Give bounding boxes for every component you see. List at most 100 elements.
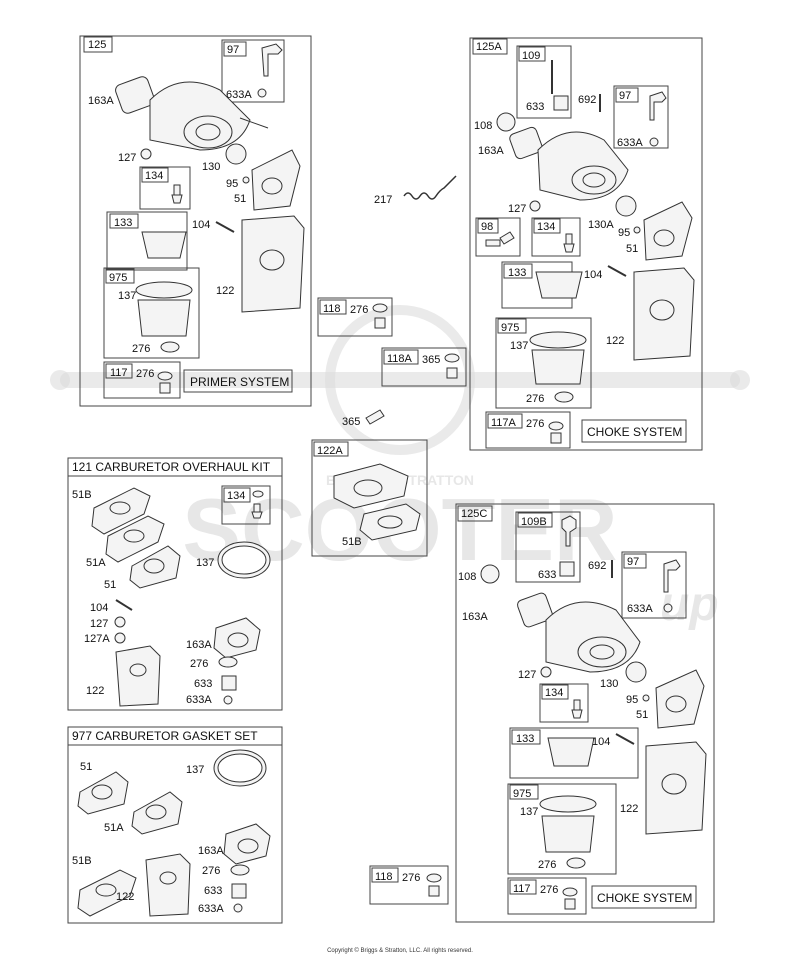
ref-133: 133 [516, 733, 534, 745]
kit-title: 121 CARBURETOR OVERHAUL KIT [72, 460, 271, 474]
ref-108: 108 [458, 571, 476, 583]
ref-97: 97 [619, 90, 631, 102]
ref-975: 975 [513, 788, 531, 800]
ref-692: 692 [578, 94, 596, 106]
ref-51: 51 [234, 193, 246, 205]
panel-125C: 125C 109B 633 108 692 97 633A 163A 127 1… [455, 503, 715, 923]
kit-977: 977 CARBURETOR GASKET SET 51 137 51A 51B… [67, 726, 283, 924]
bottom-118: 118 276 [369, 865, 449, 905]
ref-163A: 163A [462, 611, 488, 623]
ref-117A: 117A [491, 417, 517, 429]
ref-633A: 633A [226, 89, 252, 101]
ref-692: 692 [588, 560, 606, 572]
ref-276: 276 [402, 872, 420, 884]
ref-163A: 163A [478, 145, 504, 157]
ref-276-b: 365 [422, 354, 440, 366]
ref-130: 130 [202, 161, 220, 173]
system-label: CHOKE SYSTEM [587, 425, 682, 439]
ref-95: 95 [626, 694, 638, 706]
ref-276: 276 [526, 393, 544, 405]
ref-109B: 109B [521, 516, 547, 528]
kit-121: 121 CARBURETOR OVERHAUL KIT 51B 134 51A … [67, 457, 283, 711]
ref-134: 134 [227, 490, 245, 502]
ref-163A: 163A [88, 95, 114, 107]
ref-276: 276 [538, 859, 556, 871]
ref-134: 134 [145, 170, 163, 182]
ref-163A: 163A [198, 845, 224, 857]
ref-133: 133 [114, 217, 132, 229]
ref-51: 51 [636, 709, 648, 721]
ref-276-b: 276 [526, 418, 544, 430]
ref-633: 633 [538, 569, 556, 581]
ref-51: 51 [626, 243, 638, 255]
ref-127: 127 [118, 152, 136, 164]
ref-98: 98 [481, 221, 493, 233]
ref-127: 127 [518, 669, 536, 681]
ref-51B: 51B [72, 489, 92, 501]
ref-51A: 51A [104, 822, 124, 834]
ref-122: 122 [606, 335, 624, 347]
system-label: PRIMER SYSTEM [190, 375, 289, 389]
ref-276: 276 [132, 343, 150, 355]
ref-137: 137 [196, 557, 214, 569]
ref-51A: 51A [86, 557, 106, 569]
panel-125: 125 97 633A 163A 127 130 134 95 51 133 [79, 35, 312, 407]
ref-137: 137 [186, 764, 204, 776]
ref-97: 97 [227, 44, 239, 56]
ref-117: 117 [110, 367, 128, 379]
ref-104: 104 [90, 602, 108, 614]
ref-122: 122 [116, 891, 134, 903]
ref-104: 104 [592, 736, 610, 748]
ref-137: 137 [118, 290, 136, 302]
ref-134: 134 [537, 221, 555, 233]
ref-108: 108 [474, 120, 492, 132]
ref-276: 276 [202, 865, 220, 877]
ref-51: 51 [104, 579, 116, 591]
ref-95: 95 [226, 178, 238, 190]
ref-127: 127 [508, 203, 526, 215]
ref-975: 975 [109, 272, 127, 284]
ref-163A: 163A [186, 639, 212, 651]
ref-118A: 118A [387, 353, 413, 365]
ref-217: 217 [374, 194, 392, 206]
ref-365: 365 [342, 416, 360, 428]
ref-633: 633 [194, 678, 212, 690]
ref-122: 122 [86, 685, 104, 697]
ref-104: 104 [584, 269, 602, 281]
ref-137: 137 [510, 340, 528, 352]
ref-127A: 127A [84, 633, 110, 645]
center-parts: 217 118 276 118A 365 365 122A 51B [311, 175, 467, 557]
ref-95: 95 [618, 227, 630, 239]
ref-633: 633 [204, 885, 222, 897]
ref-633: 633 [526, 101, 544, 113]
panel-125A: 125A 109 633 692 97 633A 108 163A 127 13… [469, 37, 703, 451]
ref-122: 122 [620, 803, 638, 815]
ref-127: 127 [90, 618, 108, 630]
ref-133: 133 [508, 267, 526, 279]
panel-id: 125A [476, 41, 502, 53]
panel-id: 125 [88, 39, 106, 51]
ref-122A: 122A [317, 445, 343, 457]
ref-118: 118 [323, 303, 341, 315]
ref-633A: 633A [627, 603, 653, 615]
copyright-notice: Copyright © Briggs & Stratton, LLC. All … [327, 948, 473, 954]
ref-109: 109 [522, 50, 540, 62]
ref-633A: 633A [617, 137, 643, 149]
ref-51B: 51B [72, 855, 92, 867]
ref-130A: 130A [588, 219, 614, 231]
ref-134: 134 [545, 687, 563, 699]
ref-276: 276 [190, 658, 208, 670]
panel-id: 125C [461, 508, 487, 520]
ref-633A: 633A [186, 694, 212, 706]
ref-137: 137 [520, 806, 538, 818]
ref-97: 97 [627, 556, 639, 568]
ref-276-b: 276 [540, 884, 558, 896]
ref-276-b: 276 [136, 368, 154, 380]
ref-975: 975 [501, 322, 519, 334]
ref-118: 118 [375, 871, 393, 883]
ref-130: 130 [600, 678, 618, 690]
ref-51: 51 [80, 761, 92, 773]
ref-117: 117 [513, 883, 531, 895]
ref-122: 122 [216, 285, 234, 297]
